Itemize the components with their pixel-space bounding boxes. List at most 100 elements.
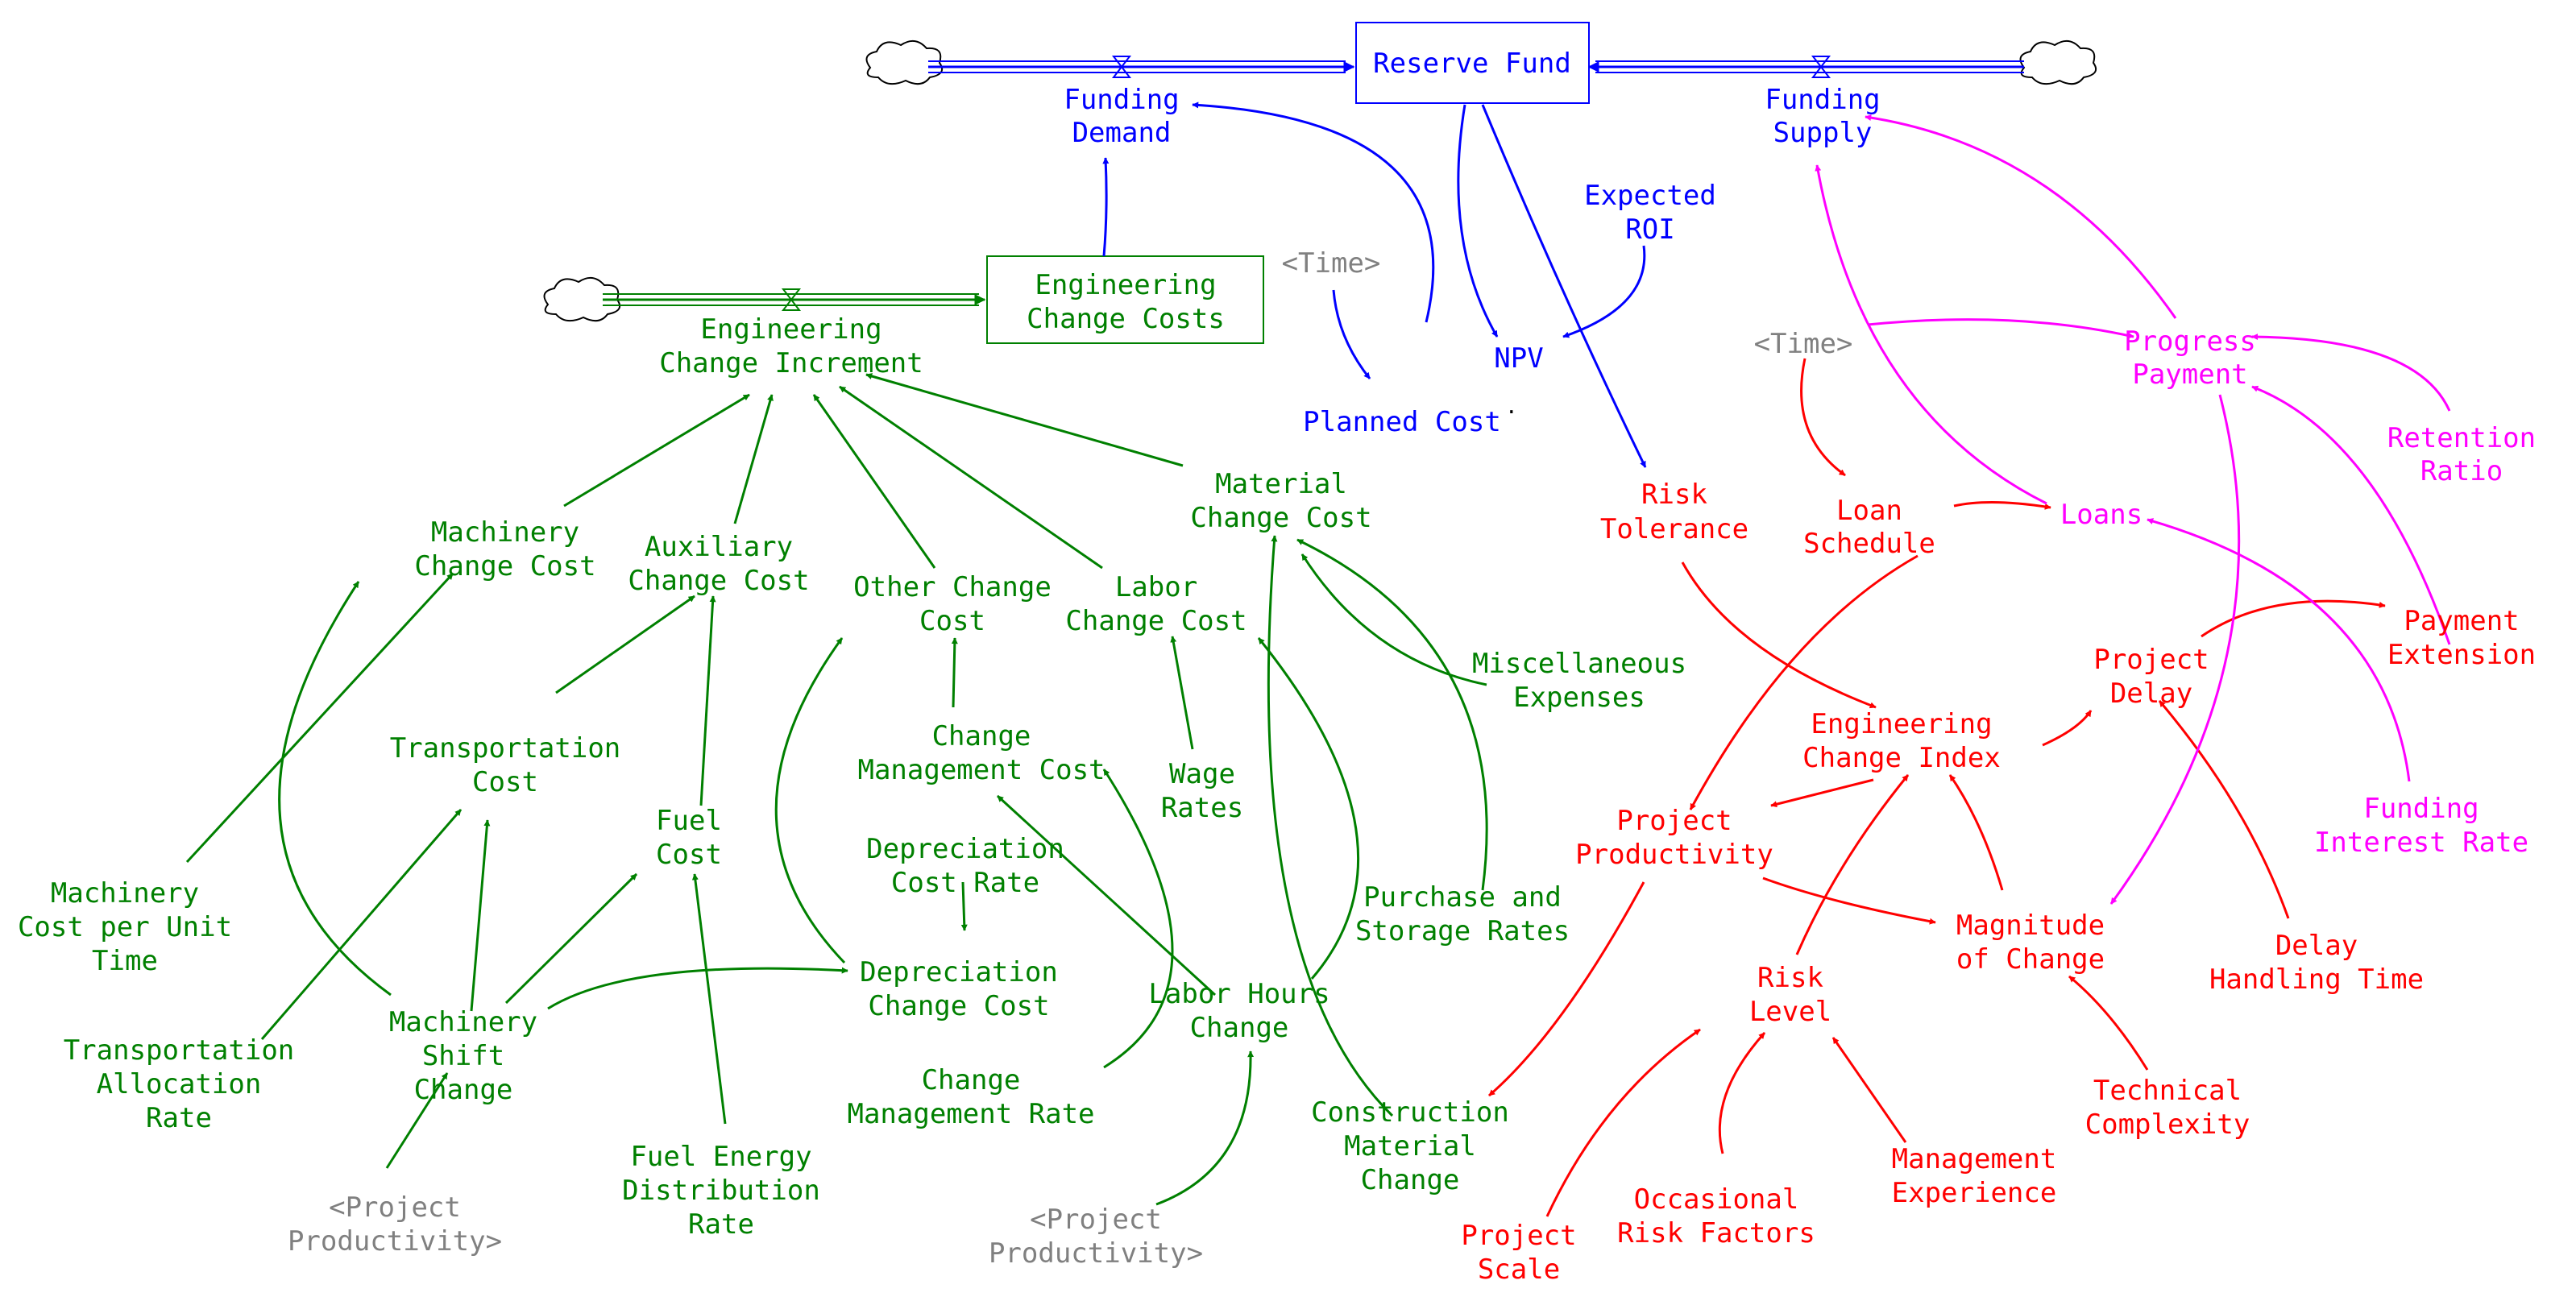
var-progress-payment[interactable]: Progress Payment: [2124, 325, 2256, 391]
svg-text:Delay: Delay: [2110, 678, 2192, 710]
var-time-top[interactable]: <Time>: [1282, 247, 1381, 280]
flow-funding-supply[interactable]: Funding Supply: [1765, 84, 1880, 149]
var-change-management-rate[interactable]: Change Management Rate: [847, 1064, 1094, 1130]
var-purchase-and-storage-rates[interactable]: Purchase and Storage Rates: [1355, 881, 1570, 947]
engineering-links: [185, 373, 1488, 1206]
var-fuel-energy-distribution-rate[interactable]: Fuel Energy Distribution Rate: [622, 1141, 820, 1241]
svg-text:Loans: Loans: [2060, 499, 2143, 531]
svg-text:Wage: Wage: [1169, 758, 1235, 790]
svg-text:<Project: <Project: [329, 1191, 461, 1224]
var-machinery-change-cost[interactable]: Machinery Change Cost: [414, 516, 595, 582]
svg-text:Allocation: Allocation: [97, 1068, 262, 1100]
svg-text:Change Cost: Change Cost: [628, 565, 809, 597]
var-fuel-cost[interactable]: Fuel Cost: [656, 805, 722, 871]
svg-text:Fuel: Fuel: [656, 805, 722, 837]
svg-text:Labor Hours: Labor Hours: [1148, 978, 1329, 1010]
var-magnitude-of-change[interactable]: Magnitude of Change: [1956, 910, 2105, 976]
var-npv[interactable]: NPV: [1494, 342, 1543, 375]
svg-text:Retention: Retention: [2387, 422, 2536, 454]
var-risk-level[interactable]: Risk Level: [1749, 962, 1831, 1028]
var-project-productivity-shadow-mid[interactable]: <Project Productivity>: [989, 1204, 1203, 1270]
var-management-experience[interactable]: Management Experience: [1892, 1143, 2057, 1209]
var-funding-interest-rate[interactable]: Funding Interest Rate: [2314, 793, 2528, 859]
var-transportation-allocation-rate[interactable]: Transportation Allocation Rate: [64, 1034, 295, 1134]
svg-text:Productivity>: Productivity>: [288, 1225, 502, 1258]
svg-text:Funding: Funding: [2363, 793, 2479, 825]
svg-text:Cost: Cost: [656, 839, 722, 871]
svg-text:Cost: Cost: [472, 766, 538, 798]
var-technical-complexity[interactable]: Technical Complexity: [2085, 1075, 2250, 1141]
svg-text:Rate: Rate: [688, 1208, 754, 1241]
svg-text:Material: Material: [1215, 468, 1347, 500]
svg-text:<Time>: <Time>: [1754, 328, 1853, 360]
var-machinery-cost-per-unit-time[interactable]: Machinery Cost per Unit Time: [18, 877, 232, 977]
svg-text:Change Cost: Change Cost: [868, 990, 1049, 1022]
svg-text:Change: Change: [932, 720, 1031, 752]
svg-text:Handling Time: Handling Time: [2209, 963, 2424, 996]
var-project-productivity-shadow-left[interactable]: <Project Productivity>: [288, 1191, 502, 1258]
svg-text:Change Cost: Change Cost: [1065, 605, 1247, 637]
var-expected-roi[interactable]: Expected ROI: [1584, 180, 1716, 246]
svg-text:Change: Change: [414, 1074, 513, 1106]
valve-icon: [1111, 56, 1132, 78]
svg-text:ROI: ROI: [1625, 213, 1674, 246]
var-labor-change-cost[interactable]: Labor Change Cost: [1065, 571, 1247, 637]
var-machinery-shift-change[interactable]: Machinery Shift Change: [389, 1006, 537, 1106]
var-depreciation-cost-rate[interactable]: Depreciation Cost Rate: [866, 833, 1064, 899]
var-auxiliary-change-cost[interactable]: Auxiliary Change Cost: [628, 531, 809, 597]
engineering-change-costs-box[interactable]: [986, 255, 1264, 344]
var-project-delay[interactable]: Project Delay: [2093, 644, 2209, 710]
svg-text:Management: Management: [1892, 1143, 2057, 1175]
svg-text:Funding: Funding: [1765, 84, 1880, 116]
var-delay-handling-time[interactable]: Delay Handling Time: [2209, 930, 2424, 996]
var-risk-tolerance[interactable]: Risk Tolerance: [1600, 479, 1748, 545]
svg-text:Engineering: Engineering: [700, 313, 881, 346]
svg-text:Machinery: Machinery: [51, 877, 199, 910]
svg-text:Cost Rate: Cost Rate: [891, 867, 1039, 899]
svg-text:Rate: Rate: [146, 1102, 212, 1134]
var-labor-hours-change[interactable]: Labor Hours Change: [1148, 978, 1329, 1044]
var-payment-extension[interactable]: Payment Extension: [2387, 605, 2536, 671]
svg-text:Risk: Risk: [1641, 479, 1707, 511]
var-miscellaneous-expenses[interactable]: Miscellaneous Expenses: [1472, 648, 1686, 714]
svg-text:Change Cost: Change Cost: [414, 550, 595, 582]
var-retention-ratio[interactable]: Retention Ratio: [2387, 422, 2536, 487]
var-change-management-cost[interactable]: Change Management Cost: [857, 720, 1105, 786]
var-other-change-cost[interactable]: Other Change Cost: [853, 571, 1052, 637]
var-depreciation-change-cost[interactable]: Depreciation Change Cost: [860, 956, 1058, 1022]
svg-text:Change Cost: Change Cost: [1190, 502, 1371, 534]
reserve-fund-box[interactable]: [1355, 22, 1590, 104]
flow-funding-demand[interactable]: Funding Demand: [1064, 84, 1179, 149]
flow-engineering-change-increment[interactable]: Engineering Change Increment: [659, 313, 923, 379]
var-engineering-change-index[interactable]: Engineering Change Index: [1802, 708, 2001, 774]
var-loan-schedule[interactable]: Loan Schedule: [1803, 495, 1935, 560]
svg-text:Experience: Experience: [1892, 1177, 2057, 1209]
svg-text:Machinery: Machinery: [431, 516, 579, 549]
var-wage-rates[interactable]: Wage Rates: [1161, 758, 1243, 824]
stock-engineering-change-costs[interactable]: Engineering Change Costs: [1027, 269, 1225, 335]
svg-text:Construction: Construction: [1311, 1096, 1509, 1129]
svg-text:Project: Project: [1461, 1220, 1576, 1252]
var-project-scale[interactable]: Project Scale: [1461, 1220, 1576, 1286]
var-time-right[interactable]: <Time>: [1754, 328, 1853, 360]
svg-text:Management Rate: Management Rate: [847, 1098, 1094, 1130]
svg-text:Delay: Delay: [2275, 930, 2358, 962]
stock-reserve-fund[interactable]: Reserve Fund: [1373, 48, 1571, 80]
var-planned-cost[interactable]: Planned Cost ·: [1303, 400, 1517, 438]
svg-text:Interest Rate: Interest Rate: [2314, 827, 2528, 859]
svg-text:Extension: Extension: [2387, 639, 2536, 671]
var-occasional-risk-factors[interactable]: Occasional Risk Factors: [1617, 1183, 1815, 1249]
var-construction-material-change[interactable]: Construction Material Change: [1311, 1096, 1509, 1196]
var-transportation-cost[interactable]: Transportation Cost: [390, 732, 621, 798]
svg-text:<Project: <Project: [1030, 1204, 1162, 1236]
svg-text:Tolerance: Tolerance: [1600, 513, 1748, 545]
var-project-productivity[interactable]: Project Productivity: [1575, 805, 1773, 871]
svg-text:Transportation: Transportation: [390, 732, 621, 765]
svg-text:Change: Change: [1361, 1164, 1460, 1196]
svg-text:Expected: Expected: [1584, 180, 1716, 212]
svg-text:Miscellaneous: Miscellaneous: [1472, 648, 1686, 680]
var-material-change-cost[interactable]: Material Change Cost: [1190, 468, 1371, 534]
svg-text:Purchase and: Purchase and: [1363, 881, 1562, 914]
var-loans[interactable]: Loans: [2060, 499, 2143, 531]
